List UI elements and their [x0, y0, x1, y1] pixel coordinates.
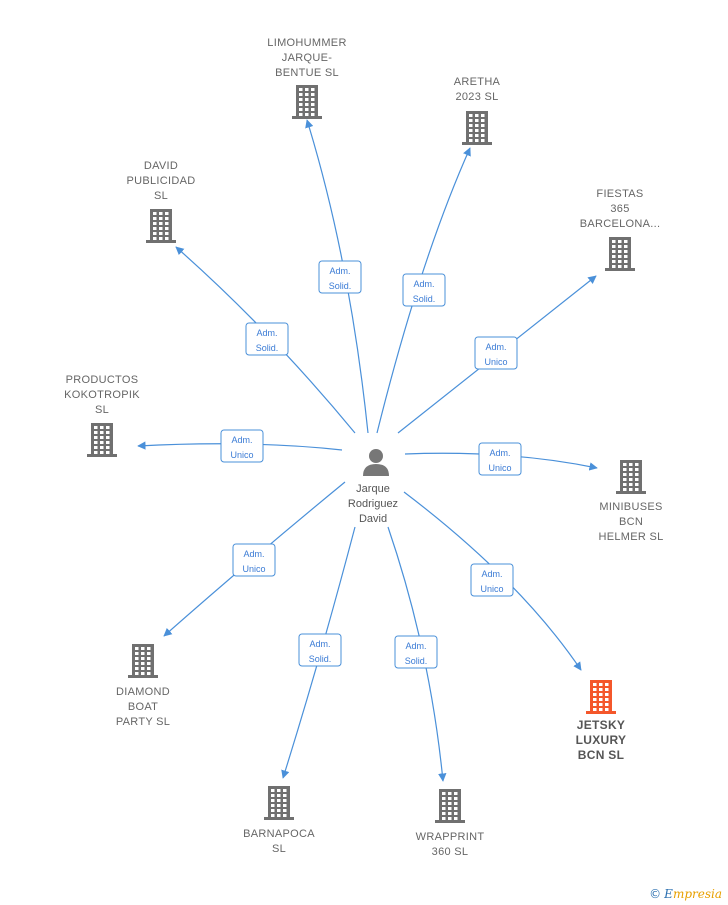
brand-footer: ©Empresia	[649, 887, 722, 901]
company-node-minibuses[interactable]: MINIBUSES BCN HELMER SL	[598, 460, 663, 543]
person-name-line: Rodriguez	[348, 498, 398, 510]
role-badge-text: Solid.	[405, 656, 428, 666]
role-badge-text: Unico	[480, 584, 503, 594]
brand-initial: E	[664, 887, 673, 901]
role-badge-box	[402, 273, 446, 307]
role-badge-barnapoca[interactable]: Adm. Solid.	[298, 633, 342, 667]
role-badge-text: Adm.	[485, 342, 506, 352]
role-badge-text: Unico	[242, 564, 265, 574]
company-name-line: SL	[154, 190, 168, 202]
company-node-david-publicidad[interactable]: DAVID PUBLICIDAD SL	[126, 160, 195, 243]
role-badge-minibuses[interactable]: Adm. Unico	[478, 442, 522, 476]
role-badge-text: Adm.	[309, 639, 330, 649]
company-name-line: BCN SL	[578, 748, 624, 762]
role-badge-box	[298, 633, 342, 667]
role-badge-text: Adm.	[256, 328, 277, 338]
role-badge-box	[474, 336, 518, 370]
company-name-line: DAVID	[144, 160, 178, 172]
company-name-line: 2023 SL	[455, 91, 498, 103]
company-name-line: 365	[610, 203, 629, 215]
role-badge-fiestas[interactable]: Adm. Unico	[474, 336, 518, 370]
building-icon	[435, 789, 465, 823]
company-name-line: DIAMOND	[116, 686, 170, 698]
role-badge-box	[318, 260, 362, 294]
building-icon	[616, 460, 646, 494]
company-name-line: BOAT	[128, 701, 158, 713]
role-badge-box	[220, 429, 264, 463]
role-badge-text: Adm.	[405, 641, 426, 651]
company-name-line: BCN	[619, 516, 643, 528]
role-badge-box	[394, 635, 438, 669]
company-node-diamond[interactable]: DIAMOND BOAT PARTY SL	[116, 644, 170, 728]
role-badge-text: Unico	[484, 357, 507, 367]
company-name-line: PRODUCTOS	[66, 374, 139, 386]
role-badge-text: Adm.	[329, 266, 350, 276]
company-name-line: PARTY SL	[116, 716, 170, 728]
role-badge-diamond[interactable]: Adm. Unico	[232, 543, 276, 577]
company-node-fiestas[interactable]: FIESTAS 365BARCELONA...	[580, 188, 661, 271]
building-icon	[87, 423, 117, 457]
company-node-wrapprint[interactable]: WRAPPRINT 360 SL	[416, 789, 485, 858]
company-name-line: ARETHA	[454, 76, 501, 88]
company-name-line: JARQUE-	[282, 52, 332, 64]
person-name-line: Jarque	[356, 483, 390, 495]
company-name-line: PUBLICIDAD	[126, 175, 195, 187]
role-badge-text: Unico	[230, 450, 253, 460]
role-badge-text: Unico	[488, 463, 511, 473]
company-name-line: MINIBUSES	[599, 501, 662, 513]
building-icon	[146, 209, 176, 243]
company-node-barnapoca[interactable]: BARNAPOCA SL	[243, 786, 315, 855]
role-badge-text: Adm.	[489, 448, 510, 458]
role-badge-box	[232, 543, 276, 577]
role-badge-limohummer[interactable]: Adm. Solid.	[318, 260, 362, 294]
company-name-line: JETSKY	[577, 718, 625, 732]
role-badge-text: Solid.	[309, 654, 332, 664]
company-node-productos[interactable]: PRODUCTOS KOKOTROPIK SL	[64, 374, 140, 457]
company-name-line: WRAPPRINT	[416, 831, 485, 843]
role-badge-wrapprint[interactable]: Adm. Solid.	[394, 635, 438, 669]
role-badge-text: Adm.	[481, 569, 502, 579]
company-name-line: KOKOTROPIK	[64, 389, 140, 401]
building-icon	[264, 786, 294, 820]
company-node-aretha[interactable]: ARETHA 2023 SL	[454, 76, 501, 145]
company-name-line: LIMOHUMMER	[267, 37, 346, 49]
building-icon	[462, 111, 492, 145]
copyright-icon: ©	[649, 887, 662, 901]
brand-name: mpresia	[672, 887, 722, 901]
building-icon	[586, 680, 616, 714]
company-node-limohummer[interactable]: LIMOHUMMER JARQUE- BENTUE SL	[267, 37, 346, 119]
role-badge-aretha[interactable]: Adm. Solid.	[402, 273, 446, 307]
role-badge-jetsky[interactable]: Adm. Unico	[470, 563, 514, 597]
role-badge-text: Adm.	[243, 549, 264, 559]
company-name-line: BARCELONA...	[580, 218, 661, 230]
building-icon	[128, 644, 158, 678]
role-badge-text: Adm.	[231, 435, 252, 445]
company-name-line: SL	[272, 843, 286, 855]
company-name-line: HELMER SL	[598, 531, 663, 543]
role-badge-text: Solid.	[256, 343, 279, 353]
company-name-line: 360 SL	[432, 846, 469, 858]
building-icon	[292, 85, 322, 119]
role-badge-text: Adm.	[413, 279, 434, 289]
role-badge-box	[245, 322, 289, 356]
role-badge-text: Solid.	[329, 281, 352, 291]
role-badge-david-publicidad[interactable]: Adm. Solid.	[245, 322, 289, 356]
company-name-line: BENTUE SL	[275, 67, 339, 79]
company-name-line: FIESTAS	[596, 188, 643, 200]
person-name-line: David	[359, 513, 387, 525]
role-badge-box	[478, 442, 522, 476]
person-icon	[363, 449, 389, 476]
role-badge-productos[interactable]: Adm. Unico	[220, 429, 264, 463]
company-name-line: LUXURY	[576, 733, 627, 747]
role-badge-text: Solid.	[413, 294, 436, 304]
role-badge-box	[470, 563, 514, 597]
company-name-line: SL	[95, 404, 109, 416]
company-name-line: BARNAPOCA	[243, 828, 315, 840]
building-icon	[605, 237, 635, 271]
